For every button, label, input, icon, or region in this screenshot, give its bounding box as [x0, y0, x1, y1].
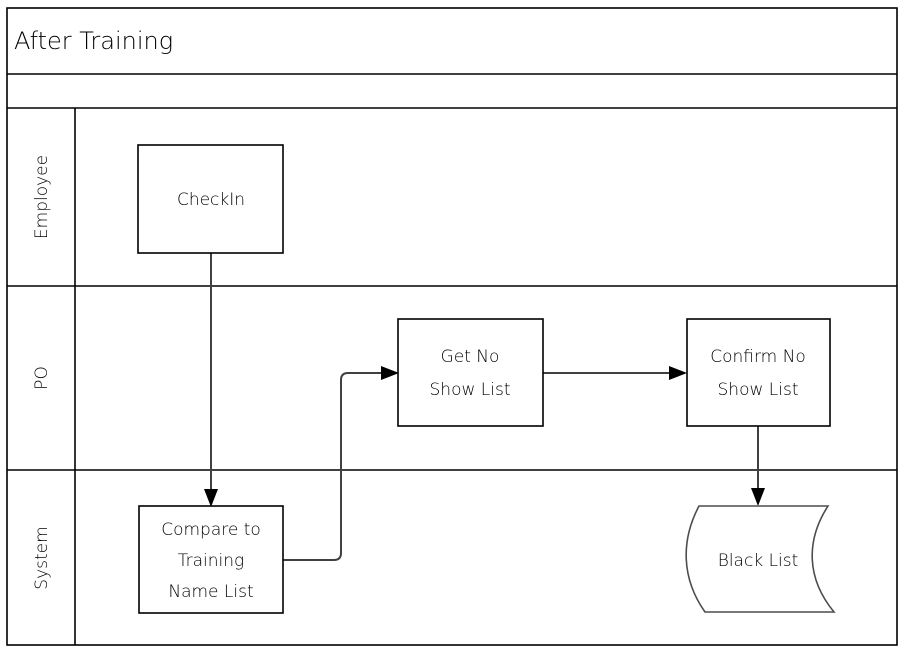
edge-compare-to-get-no-show-arrowhead: [381, 366, 399, 380]
lane-label-employee-text: Employee: [32, 155, 52, 239]
node-compare-label-line1: Compare to: [161, 520, 261, 540]
lane-label-system-text: System: [32, 526, 52, 589]
edge-checkin-to-compare: [204, 253, 218, 507]
node-confirm-no-show-list[interactable]: Confirm No Show List: [686, 318, 831, 427]
node-compare-to-training-name-list-box[interactable]: [138, 505, 284, 614]
node-compare-label-line2: Training: [178, 551, 245, 571]
edge-confirm-to-black-list-arrowhead: [751, 488, 765, 506]
lane-label-po-text: PO: [32, 366, 52, 390]
edge-compare-to-get-no-show-line: [283, 372, 389, 561]
node-checkin[interactable]: CheckIn: [137, 144, 284, 254]
edge-confirm-to-black-list: [751, 426, 765, 506]
pool-outline: [6, 7, 898, 646]
lane-label-po: PO: [32, 366, 52, 390]
node-compare-to-training-name-list[interactable]: Compare to Training Name List: [138, 505, 284, 614]
node-get-no-show-list-label-line2: Show List: [430, 380, 511, 400]
node-black-list[interactable]: Black List: [685, 505, 836, 613]
lane-label-employee: Employee: [32, 155, 52, 239]
lane-label-system: System: [32, 526, 52, 589]
node-compare-label-line3: Name List: [168, 582, 253, 602]
edge-get-to-confirm-no-show-arrowhead: [669, 366, 687, 380]
node-confirm-no-show-list-label-line2: Show List: [718, 380, 799, 400]
node-checkin-label: CheckIn: [177, 190, 245, 210]
node-get-no-show-list-label-line1: Get No: [441, 347, 500, 367]
node-black-list-shape[interactable]: [685, 505, 836, 613]
node-checkin-box[interactable]: [137, 144, 284, 254]
pool-frame: [6, 7, 898, 646]
page-title: After Training: [14, 27, 173, 55]
edge-get-to-confirm-no-show: [543, 366, 687, 380]
node-confirm-no-show-list-box[interactable]: [686, 318, 831, 427]
node-black-list-label: Black List: [718, 551, 799, 571]
node-get-no-show-list[interactable]: Get No Show List: [397, 318, 544, 427]
node-get-no-show-list-box[interactable]: [397, 318, 544, 427]
edge-checkin-to-compare-arrowhead: [204, 489, 218, 507]
edge-compare-to-get-no-show: [283, 366, 399, 561]
node-confirm-no-show-list-label-line1: Confirm No: [710, 347, 806, 367]
